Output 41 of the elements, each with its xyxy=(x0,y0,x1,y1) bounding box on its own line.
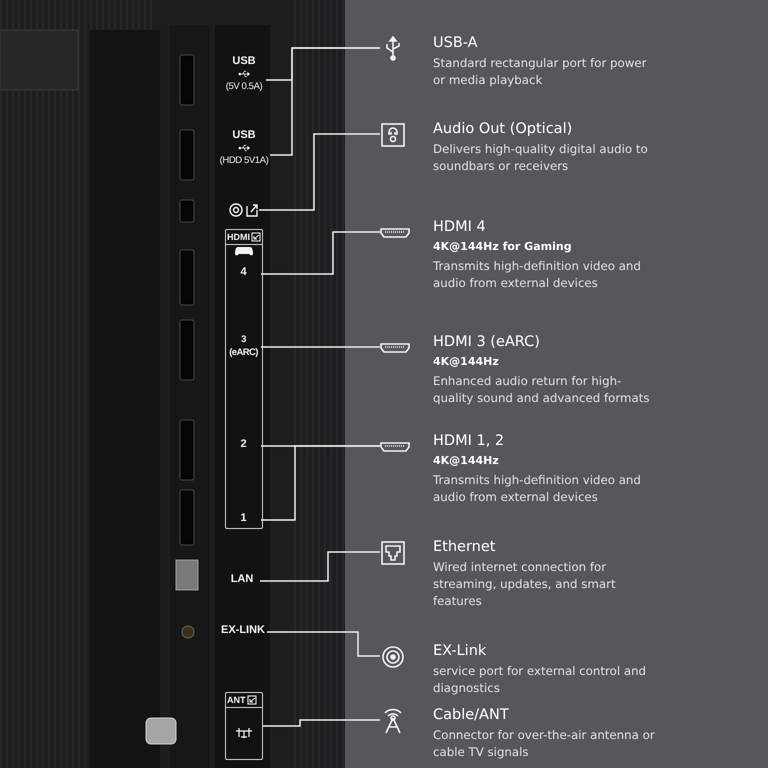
port-description: Delivers high-quality digital audio to soundbars or receivers xyxy=(433,141,649,175)
port-spec: 4K@144Hz xyxy=(433,453,500,469)
leader-line xyxy=(260,551,380,582)
port-group-frame xyxy=(225,692,263,760)
port-label: EX-LINK xyxy=(220,624,266,637)
port-label: (5V 0.5A) xyxy=(224,80,264,93)
port-label: USB xyxy=(231,129,257,142)
port-label: 2 xyxy=(239,438,248,451)
port-description: Enhanced audio return for high-quality sound and advanced formats xyxy=(433,373,650,407)
port-description: service port for external control and diagnostics xyxy=(433,663,648,697)
port-label: 3 (eARC) xyxy=(228,333,259,359)
port-description: Wired internet connection for streaming, updates, and smart features xyxy=(433,559,617,610)
port-title: Audio Out (Optical) xyxy=(433,120,574,138)
port-description: Connector for over-the-air antenna or cable TV signals xyxy=(433,727,656,761)
leader-line xyxy=(267,631,380,657)
port-label: USB xyxy=(231,55,257,68)
port-title: HDMI 1, 2 xyxy=(433,432,506,450)
port-group-frame xyxy=(225,229,263,529)
leader-line xyxy=(261,231,380,275)
port-title: USB-A xyxy=(433,34,479,52)
port-label: 1 xyxy=(239,512,248,525)
port-group-label: HDMI xyxy=(226,230,251,244)
port-description: Standard rectangular port for power or media playback xyxy=(433,55,648,89)
leader-line xyxy=(259,133,380,211)
port-title: HDMI 4 xyxy=(433,218,487,236)
port-description: Transmits high-definition video and audio from external devices xyxy=(433,258,642,292)
port-title: HDMI 3 (eARC) xyxy=(433,333,541,351)
leader-line xyxy=(261,346,380,348)
port-label: (HDD 5V1A) xyxy=(218,154,270,167)
port-title: Ethernet xyxy=(433,538,496,556)
port-group-label: ANT xyxy=(226,694,246,706)
port-label: 4 xyxy=(239,266,248,279)
leader-line xyxy=(270,47,380,156)
leader-line xyxy=(261,445,380,521)
port-title: EX-Link xyxy=(433,642,488,660)
leader-line xyxy=(263,719,380,727)
port-spec: 4K@144Hz for Gaming xyxy=(433,239,573,255)
port-label: LAN xyxy=(230,573,254,586)
port-description: Transmits high-definition video and audio from external devices xyxy=(433,472,642,506)
port-title: Cable/ANT xyxy=(433,706,510,724)
port-spec: 4K@144Hz xyxy=(433,354,500,370)
